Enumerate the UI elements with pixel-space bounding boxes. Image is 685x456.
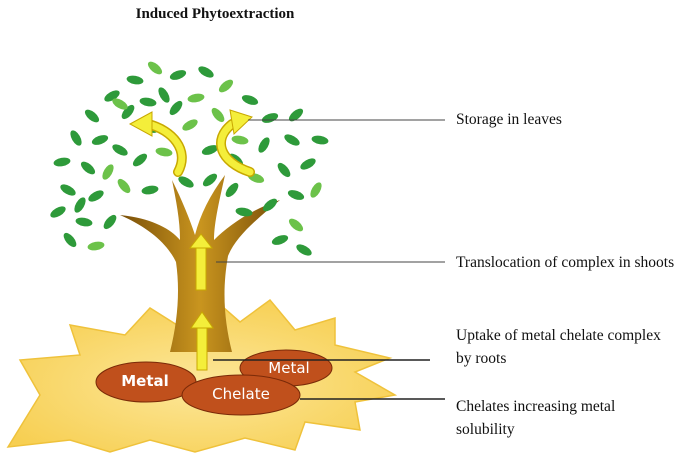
leaf (287, 190, 305, 200)
diagram-title: Induced Phytoextraction (135, 6, 295, 22)
chelate-blob (181, 374, 301, 416)
leaf (241, 95, 259, 105)
leaf (103, 214, 117, 230)
translocation-callout: Translocation of complex in shoots (456, 254, 675, 271)
leaf (182, 119, 198, 131)
leaf (88, 190, 104, 202)
canopy-arrow-left (128, 111, 187, 177)
canopy-arrow-right (216, 109, 255, 177)
leaf (117, 178, 131, 194)
leaf (102, 164, 114, 180)
uptake-callout: Uptake of metal chelate complex by roots (456, 327, 661, 367)
leaf (70, 130, 82, 146)
leaf (169, 100, 183, 116)
leaf (147, 61, 163, 75)
leaf (187, 93, 205, 103)
leaf (296, 244, 312, 256)
leaf (60, 184, 76, 196)
leaf (139, 97, 157, 107)
leaf (53, 157, 71, 167)
chelates-callout: Chelates increasing metal solubility (456, 398, 616, 438)
metal-label-left: Metal (121, 372, 169, 390)
leaf (201, 145, 219, 155)
trunk-arrow-lower (190, 311, 214, 371)
leaf (258, 137, 270, 153)
leaf (277, 162, 291, 178)
leaf (141, 185, 159, 195)
leaf (262, 198, 278, 212)
leaf (112, 144, 128, 156)
leaf (288, 108, 304, 122)
leaf (235, 207, 253, 217)
leaf (84, 109, 100, 123)
leaf (74, 197, 86, 213)
leaf (211, 107, 225, 123)
leaf (225, 182, 239, 198)
leaf (63, 232, 77, 248)
soil-burst (6, 298, 398, 453)
leaf (311, 135, 329, 145)
leaf (300, 158, 316, 170)
leaf (202, 173, 218, 187)
leaf (132, 153, 148, 167)
leaf (112, 98, 128, 110)
leaf (104, 90, 120, 102)
leaf (310, 182, 322, 198)
leaf (126, 75, 144, 85)
trunk-arrow-upper (188, 233, 214, 291)
leaf (75, 217, 93, 227)
leaf (271, 235, 289, 245)
leaf (158, 87, 170, 103)
leaf (50, 206, 66, 218)
leaf (198, 66, 214, 78)
leaf (121, 104, 135, 120)
leaf (155, 147, 173, 157)
leaf (87, 241, 105, 251)
chelate-label: Chelate (212, 385, 270, 403)
leaf (178, 176, 194, 188)
leaf (218, 79, 234, 93)
leaf (169, 70, 187, 80)
leaf (288, 218, 304, 232)
leaf (80, 161, 96, 175)
leaf (261, 113, 279, 123)
leaf (284, 134, 300, 146)
tree-leaves (50, 61, 329, 256)
leaf (231, 135, 249, 145)
leaf (91, 135, 109, 145)
metal-label-right: Metal (268, 359, 310, 377)
storage-callout: Storage in leaves (456, 111, 562, 128)
